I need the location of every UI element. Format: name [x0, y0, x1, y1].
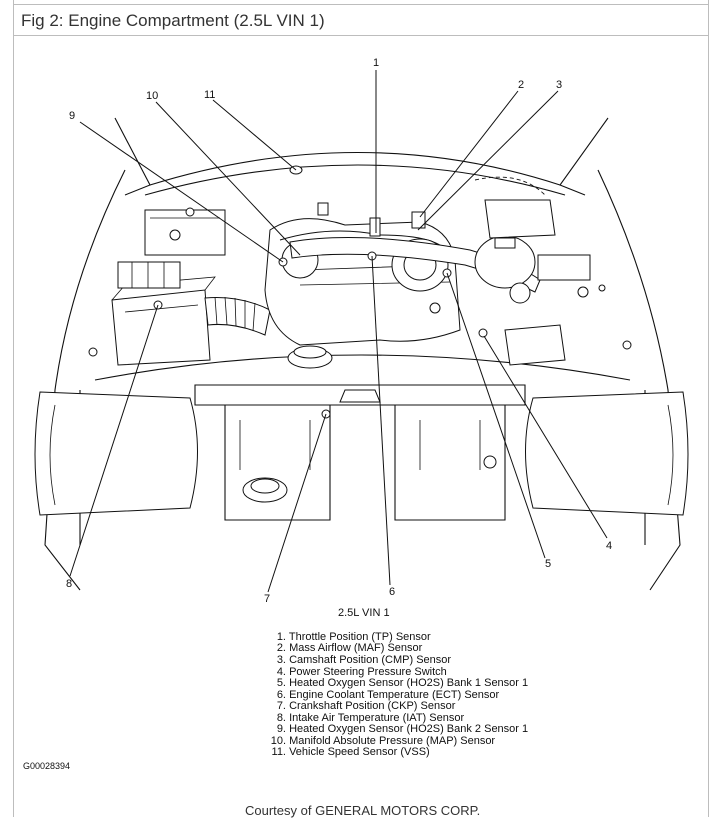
callout-7: 7	[264, 593, 270, 605]
callout-6: 6	[389, 586, 395, 598]
legend-item: 8. Intake Air Temperature (IAT) Sensor	[276, 712, 465, 724]
callout-11: 11	[204, 89, 215, 101]
courtesy-credit: Courtesy of GENERAL MOTORS CORP.	[245, 803, 481, 818]
legend-item: 3. Camshaft Position (CMP) Sensor	[276, 654, 452, 666]
legend-item: 2. Mass Airflow (MAF) Sensor	[276, 642, 423, 654]
left-headlight	[34, 391, 198, 516]
leader-5	[446, 272, 546, 559]
vin-caption: 2.5L VIN 1	[338, 607, 390, 619]
leader-2	[419, 90, 519, 218]
callout-4: 4	[606, 540, 612, 552]
callout-1: 1	[373, 57, 379, 69]
legend-item: 4. Power Steering Pressure Switch	[276, 666, 447, 678]
leader-10	[155, 101, 301, 256]
hood-outline	[114, 117, 609, 196]
callout-8: 8	[66, 578, 72, 590]
leader-9	[79, 121, 284, 263]
legend-item: 1. Throttle Position (TP) Sensor	[276, 631, 431, 643]
leader-4	[483, 335, 608, 539]
washer-reservoir	[474, 176, 556, 239]
legend-item: 10. Manifold Absolute Pressure (MAP) Sen…	[270, 735, 496, 747]
radiator-support	[194, 384, 526, 521]
radiator-cap	[287, 345, 333, 369]
figure-title-bar: Fig 2: Engine Compartment (2.5L VIN 1)	[13, 4, 709, 36]
legend-item: 9. Heated Oxygen Sensor (HO2S) Bank 2 Se…	[276, 723, 529, 735]
leader-6	[371, 255, 391, 586]
legend-item: 7. Crankshaft Position (CKP) Sensor	[276, 700, 456, 712]
legend-item: 6. Engine Coolant Temperature (ECT) Sens…	[276, 689, 500, 701]
callout-3: 3	[556, 79, 562, 91]
air-cleaner-box	[111, 276, 216, 366]
legend: 1. Throttle Position (TP) Sensor 2. Mass…	[0, 631, 723, 761]
callout-leaders	[69, 70, 608, 593]
hood-latch	[339, 389, 381, 403]
figure-code: G00028394	[23, 761, 71, 771]
legend-item: 11. Vehicle Speed Sensor (VSS)	[271, 746, 430, 758]
right-headlight	[525, 391, 689, 516]
relay-box	[117, 261, 181, 289]
leader-8	[69, 304, 159, 577]
callout-10: 10	[146, 90, 158, 102]
callout-numbers: 1 2 3 4 5 6 7 8 9 10 11	[66, 57, 612, 605]
leader-11	[212, 99, 297, 171]
callout-9: 9	[69, 110, 75, 122]
misc-fittings	[88, 165, 632, 419]
battery	[144, 207, 226, 256]
intake-duct	[204, 296, 271, 336]
leader-7	[267, 413, 327, 593]
coolant-reservoir	[504, 324, 566, 366]
brake-booster	[474, 235, 591, 304]
legend-item: 5. Heated Oxygen Sensor (HO2S) Bank 1 Se…	[276, 677, 529, 689]
figure-frame	[13, 0, 709, 817]
figure-title: Fig 2: Engine Compartment (2.5L VIN 1)	[21, 11, 325, 30]
leader-3	[417, 90, 559, 231]
callout-2: 2	[518, 79, 524, 91]
callout-5: 5	[545, 558, 551, 570]
